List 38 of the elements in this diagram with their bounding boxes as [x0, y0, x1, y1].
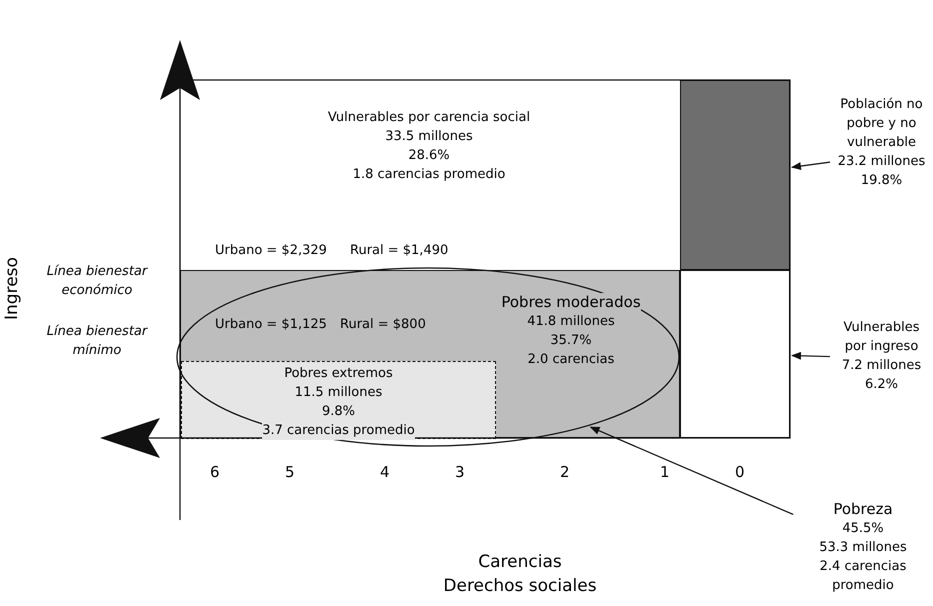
axis-title: Derechos sociales [442, 576, 598, 596]
threshold-label: Urbano = $1,125 [215, 317, 327, 332]
tick-label: 2 [560, 463, 570, 481]
statistic-text: 23.2 millones [838, 153, 926, 171]
threshold-label: Rural = $800 [340, 317, 426, 332]
statistic-text: 6.2% [864, 376, 898, 394]
blank-box [680, 270, 790, 438]
axis-title: Ingreso [2, 257, 22, 320]
tick-label: 1 [660, 463, 670, 481]
statistic-text: 2.4 carencias promedio [818, 558, 908, 595]
tick-label: 3 [455, 463, 465, 481]
shaded-box [680, 80, 790, 270]
region-title: Vulnerables por ingreso [842, 319, 921, 356]
statistic-text: 7.2 millones [842, 357, 922, 375]
tick-label: 0 [735, 463, 745, 481]
statistic-text: 53.3 millones [819, 539, 907, 557]
dashed-region [181, 361, 496, 439]
tick-label: 4 [380, 463, 390, 481]
region-title: Pobres moderados [501, 293, 641, 312]
threshold-label: Rural = $1,490 [350, 243, 448, 258]
statistic-text: 33.5 millones [385, 128, 473, 146]
statistic-text: 1.8 carencias promedio [352, 166, 506, 184]
statistic-text: 3.7 carencias promedio [262, 421, 415, 440]
line-label: Línea bienestar mínimo [46, 323, 149, 360]
statistic-text: 28.6% [408, 147, 450, 165]
region-title: Pobreza [833, 500, 893, 519]
region-title: Población no pobre y no vulnerable [839, 96, 924, 152]
line-label: Línea bienestar económico [46, 263, 149, 300]
arrow [590, 426, 794, 515]
axis-title: Carencias [477, 552, 563, 572]
threshold-label: Urbano = $2,329 [215, 243, 327, 258]
arrow [791, 162, 830, 170]
arrow [791, 352, 830, 360]
tick-label: 6 [210, 463, 220, 481]
statistic-text: 45.5% [842, 520, 884, 538]
region-title: Vulnerables por carencia social [328, 109, 530, 127]
tick-label: 5 [285, 463, 295, 481]
statistic-text: 19.8% [860, 172, 902, 190]
